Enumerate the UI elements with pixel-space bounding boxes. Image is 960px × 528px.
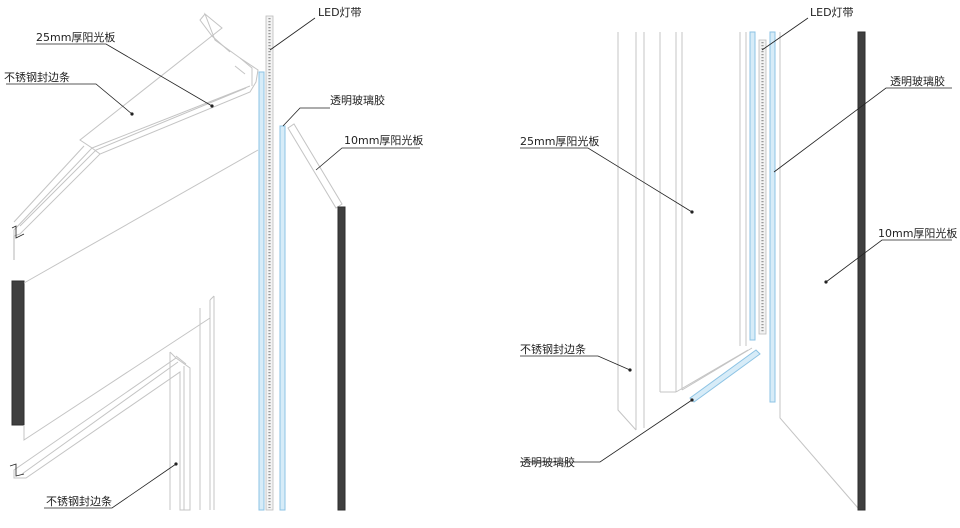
labels: LED灯带 25mm厚阳光板 不锈钢封边条 透明玻璃胶 10mm厚阳光板 不锈钢… xyxy=(4,6,957,508)
label-left-10mm: 10mm厚阳光板 xyxy=(344,133,423,147)
left-lower-strip xyxy=(9,351,191,511)
left-led-strip xyxy=(265,15,274,511)
left-dark-edge xyxy=(11,280,25,426)
left-glass-glue-2 xyxy=(279,125,286,511)
right-glass-angled xyxy=(689,349,761,403)
right-dark-edge xyxy=(857,31,866,511)
label-left-25mm: 25mm厚阳光板 xyxy=(36,30,115,44)
label-left-led: LED灯带 xyxy=(318,6,362,19)
right-assembly xyxy=(617,31,866,511)
right-glass-left xyxy=(749,31,756,341)
left-assembly xyxy=(9,12,346,511)
label-right-led: LED灯带 xyxy=(810,6,854,19)
label-left-strip-top: 不锈钢封边条 xyxy=(4,70,70,84)
left-angled-panel xyxy=(11,12,259,260)
label-left-strip-bottom: 不锈钢封边条 xyxy=(46,494,112,508)
label-left-glue: 透明玻璃胶 xyxy=(330,93,385,107)
right-led-strip xyxy=(758,39,767,335)
left-glass-glue-1 xyxy=(258,71,265,511)
label-right-glue-bottom: 透明玻璃胶 xyxy=(520,455,575,469)
left-main-face xyxy=(23,149,259,510)
right-25mm-column xyxy=(617,32,753,431)
left-10mm-dark-edge xyxy=(337,206,346,511)
right-10mm-face xyxy=(779,32,859,509)
left-10mm-angled-edge xyxy=(287,123,343,209)
label-right-10mm: 10mm厚阳光板 xyxy=(878,226,957,240)
right-glass-right xyxy=(769,31,776,403)
label-right-25mm: 25mm厚阳光板 xyxy=(520,134,599,148)
label-right-strip: 不锈钢封边条 xyxy=(520,342,586,356)
label-right-glue-top: 透明玻璃胶 xyxy=(890,74,945,88)
leaders xyxy=(6,17,952,509)
